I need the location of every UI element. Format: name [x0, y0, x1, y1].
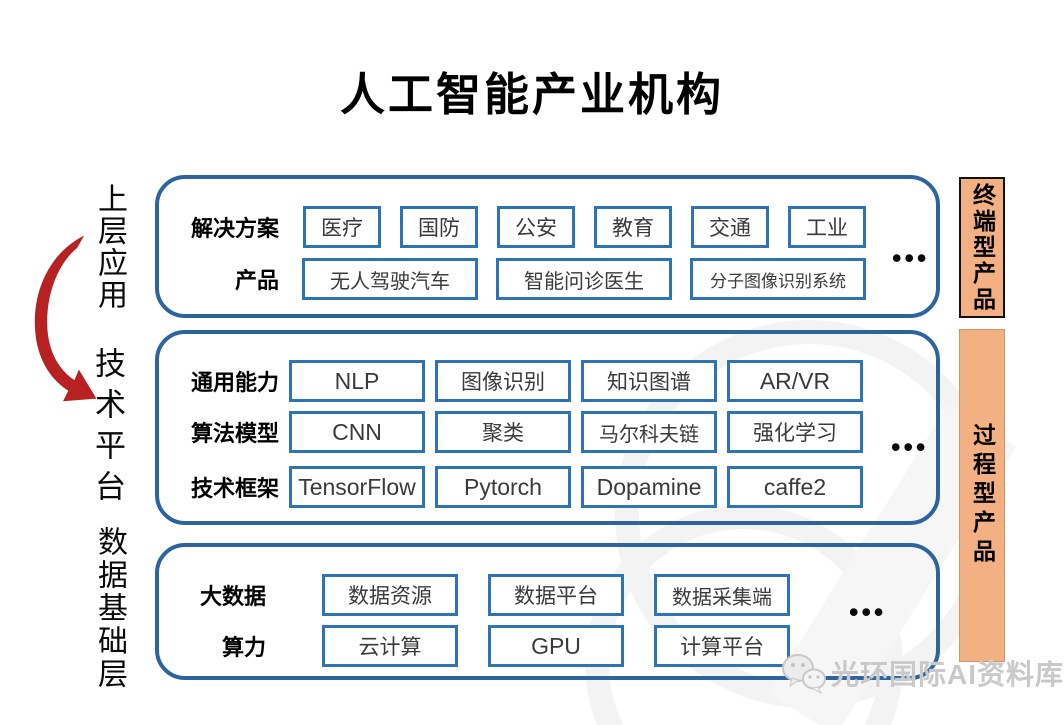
- item-box: AR/VR: [727, 360, 863, 402]
- row-label: 算法模型: [190, 421, 279, 446]
- side-label-tech-platform: 技术平台: [90, 347, 125, 511]
- side-label-data-foundation: 数据基础层: [93, 526, 126, 691]
- curved-arrow-icon: [26, 222, 100, 422]
- item-box: TensorFlow: [289, 466, 425, 508]
- page-title: 人工智能产业机构: [339, 69, 724, 120]
- wechat-icon: [782, 654, 826, 694]
- row-label: 产品: [234, 268, 279, 293]
- item-box: 交通: [691, 206, 769, 248]
- brand-watermark: 光环国际AI资料库: [782, 652, 1064, 694]
- layer-data-foundation: 大数据 数据资源数据平台数据采集端算力 云计算 GPU 计算平台 •••: [155, 543, 940, 680]
- item-box: 强化学习: [727, 411, 863, 453]
- item-box: caffe2: [727, 466, 863, 508]
- item-box: 医疗: [303, 206, 381, 248]
- item-box: 聚类: [435, 411, 571, 453]
- row-label: 解决方案: [190, 216, 279, 241]
- item-box: 数据平台: [488, 574, 624, 616]
- item-box: NLP: [289, 360, 425, 402]
- item-box: GPU: [488, 625, 624, 667]
- item-box: 智能问诊医生: [496, 258, 672, 300]
- row-label: 通用能力: [190, 370, 279, 395]
- layer-top-applications: 解决方案医疗国防公安教育交通工业产品无人驾驶汽车智能问诊医生分子图像识别系统 ••…: [155, 175, 940, 318]
- item-box: 公安: [497, 206, 575, 248]
- ellipsis-more: •••: [892, 243, 930, 273]
- item-box: 数据资源: [322, 574, 458, 616]
- item-box: 计算平台: [654, 625, 790, 667]
- item-box: 工业: [788, 206, 866, 248]
- item-box: 教育: [594, 206, 672, 248]
- item-box: Dopamine: [581, 466, 717, 508]
- item-box: Pytorch: [435, 466, 571, 508]
- ellipsis-more: •••: [849, 597, 887, 627]
- row-label: 技术框架: [190, 476, 279, 501]
- row-label: 算力: [221, 635, 266, 660]
- terminal-product-bar: 终端型产品: [959, 177, 1005, 318]
- row-label: 大数据: [199, 584, 266, 609]
- item-box: 无人驾驶汽车: [302, 258, 478, 300]
- item-box: 马尔科夫链: [581, 411, 717, 453]
- watermark-text: 光环国际AI资料库: [831, 659, 1064, 690]
- item-box: 知识图谱: [581, 360, 717, 402]
- process-product-bar: 过程型产品: [959, 329, 1005, 662]
- side-label-top-applications: 上层应用: [93, 183, 126, 311]
- item-box: 云计算: [322, 625, 458, 667]
- item-box: 国防: [400, 206, 478, 248]
- item-box: 分子图像识别系统: [690, 258, 866, 300]
- ellipsis-more: •••: [891, 432, 929, 462]
- item-box: 图像识别: [435, 360, 571, 402]
- item-box: CNN: [289, 411, 425, 453]
- item-box: 数据采集端: [654, 574, 790, 616]
